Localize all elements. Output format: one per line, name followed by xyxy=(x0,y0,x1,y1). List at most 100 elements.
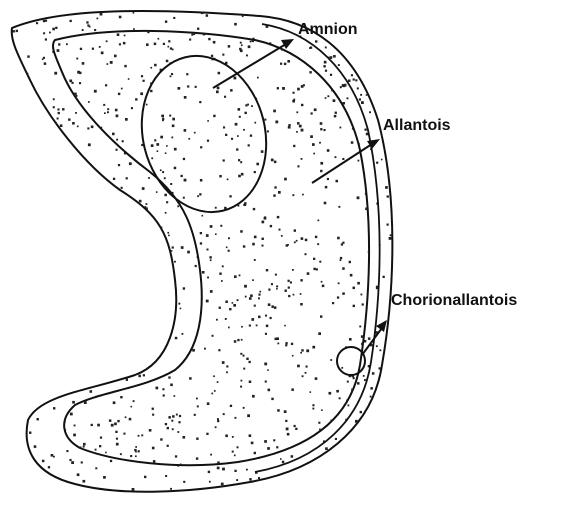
stipple-dot xyxy=(364,426,366,428)
stipple-dot xyxy=(271,159,274,162)
stipple-dot xyxy=(83,365,85,367)
stipple-dot xyxy=(104,112,106,114)
stipple-dot xyxy=(166,218,168,220)
stipple-dot xyxy=(235,417,237,419)
stipple-dot xyxy=(82,292,84,294)
stipple-dot xyxy=(14,270,16,272)
stipple-dot xyxy=(57,212,60,215)
stipple-dot xyxy=(347,381,349,383)
stipple-dot xyxy=(44,320,46,322)
stipple-dot xyxy=(97,18,99,20)
stipple-dot xyxy=(116,443,119,446)
stipple-dot xyxy=(13,215,15,217)
stipple-dot xyxy=(42,460,45,463)
stipple-dot xyxy=(93,476,95,478)
stipple-dot xyxy=(236,479,238,481)
stipple-dot xyxy=(27,302,29,304)
stipple-dot xyxy=(178,285,181,288)
stipple-dot xyxy=(99,377,101,379)
stipple-dot xyxy=(103,186,105,188)
stipple-dot xyxy=(284,325,286,327)
stipple-dot xyxy=(101,251,103,253)
stipple-dot xyxy=(126,310,128,312)
stipple-dot xyxy=(21,487,24,490)
stipple-dot xyxy=(168,235,170,237)
stipple-dot xyxy=(185,346,187,348)
stipple-dot xyxy=(82,29,84,31)
stipple-dot xyxy=(86,239,89,242)
stipple-dot xyxy=(57,433,60,436)
stipple-dot xyxy=(250,135,252,137)
stipple-dot xyxy=(396,357,398,359)
stipple-dot xyxy=(81,490,83,492)
stipple-dot xyxy=(310,465,312,467)
stipple-dot xyxy=(350,274,353,277)
stipple-dot xyxy=(11,23,13,25)
stipple-dot xyxy=(336,180,339,183)
stipple-dot xyxy=(215,426,217,428)
stipple-dot xyxy=(58,303,60,305)
stipple-dot xyxy=(217,461,220,464)
stipple-dot xyxy=(150,337,153,340)
stipple-dot xyxy=(87,313,90,316)
stipple-dot xyxy=(179,415,181,417)
stipple-dot xyxy=(53,456,55,458)
stipple-dot xyxy=(62,108,64,110)
stipple-dot xyxy=(29,462,31,464)
stipple-dot xyxy=(57,49,60,52)
stipple-dot xyxy=(72,293,74,295)
stipple-dot xyxy=(172,118,175,121)
stipple-dot xyxy=(96,477,98,479)
stipple-dot xyxy=(135,455,137,457)
stipple-dot xyxy=(355,420,358,423)
stipple-dot xyxy=(121,187,123,189)
stipple-dot xyxy=(71,251,73,253)
stipple-dot xyxy=(16,282,18,284)
stipple-dot xyxy=(383,58,385,60)
stipple-dot xyxy=(113,365,116,368)
stipple-dot xyxy=(218,72,221,75)
stipple-dot xyxy=(305,253,307,255)
stipple-dot xyxy=(134,238,137,241)
stipple-dot xyxy=(177,431,179,433)
stipple-dot xyxy=(191,34,193,36)
stipple-dot xyxy=(11,201,13,203)
stipple-dot xyxy=(325,186,328,189)
stipple-dot xyxy=(379,421,382,424)
stipple-dot xyxy=(178,87,181,90)
stipple-dot xyxy=(159,22,161,24)
stipple-dot xyxy=(134,449,136,451)
stipple-dot xyxy=(172,428,174,430)
stipple-dot xyxy=(113,401,116,404)
stipple-dot xyxy=(292,194,294,196)
stipple-dot xyxy=(126,301,128,303)
stipple-dot xyxy=(372,84,374,86)
stipple-dot xyxy=(249,297,252,300)
stipple-dot xyxy=(388,378,390,380)
stipple-dot xyxy=(210,290,213,293)
stipple-dot xyxy=(243,129,245,131)
stipple-dot xyxy=(384,434,387,437)
stipple-dot xyxy=(208,471,210,473)
stipple-dot xyxy=(348,405,350,407)
stipple-dot xyxy=(162,171,164,173)
stipple-dot xyxy=(59,168,61,170)
stipple-dot xyxy=(28,357,30,359)
stipple-dot xyxy=(210,491,212,493)
stipple-dot xyxy=(17,111,19,113)
stipple-dot xyxy=(258,477,260,479)
stipple-dot xyxy=(150,335,152,337)
stipple-dot xyxy=(144,300,146,302)
stipple-dot xyxy=(99,307,101,309)
stipple-dot xyxy=(113,293,115,295)
stipple-dot xyxy=(167,427,169,429)
stipple-dot xyxy=(33,267,35,269)
stipple-dot xyxy=(240,42,242,44)
stipple-dot xyxy=(280,63,282,65)
stipple-dot xyxy=(122,15,124,17)
stipple-dot xyxy=(48,284,51,287)
stipple-dot xyxy=(23,278,26,281)
stipple-dot xyxy=(89,466,91,468)
stipple-dot xyxy=(132,24,134,26)
stipple-dot xyxy=(377,39,379,41)
